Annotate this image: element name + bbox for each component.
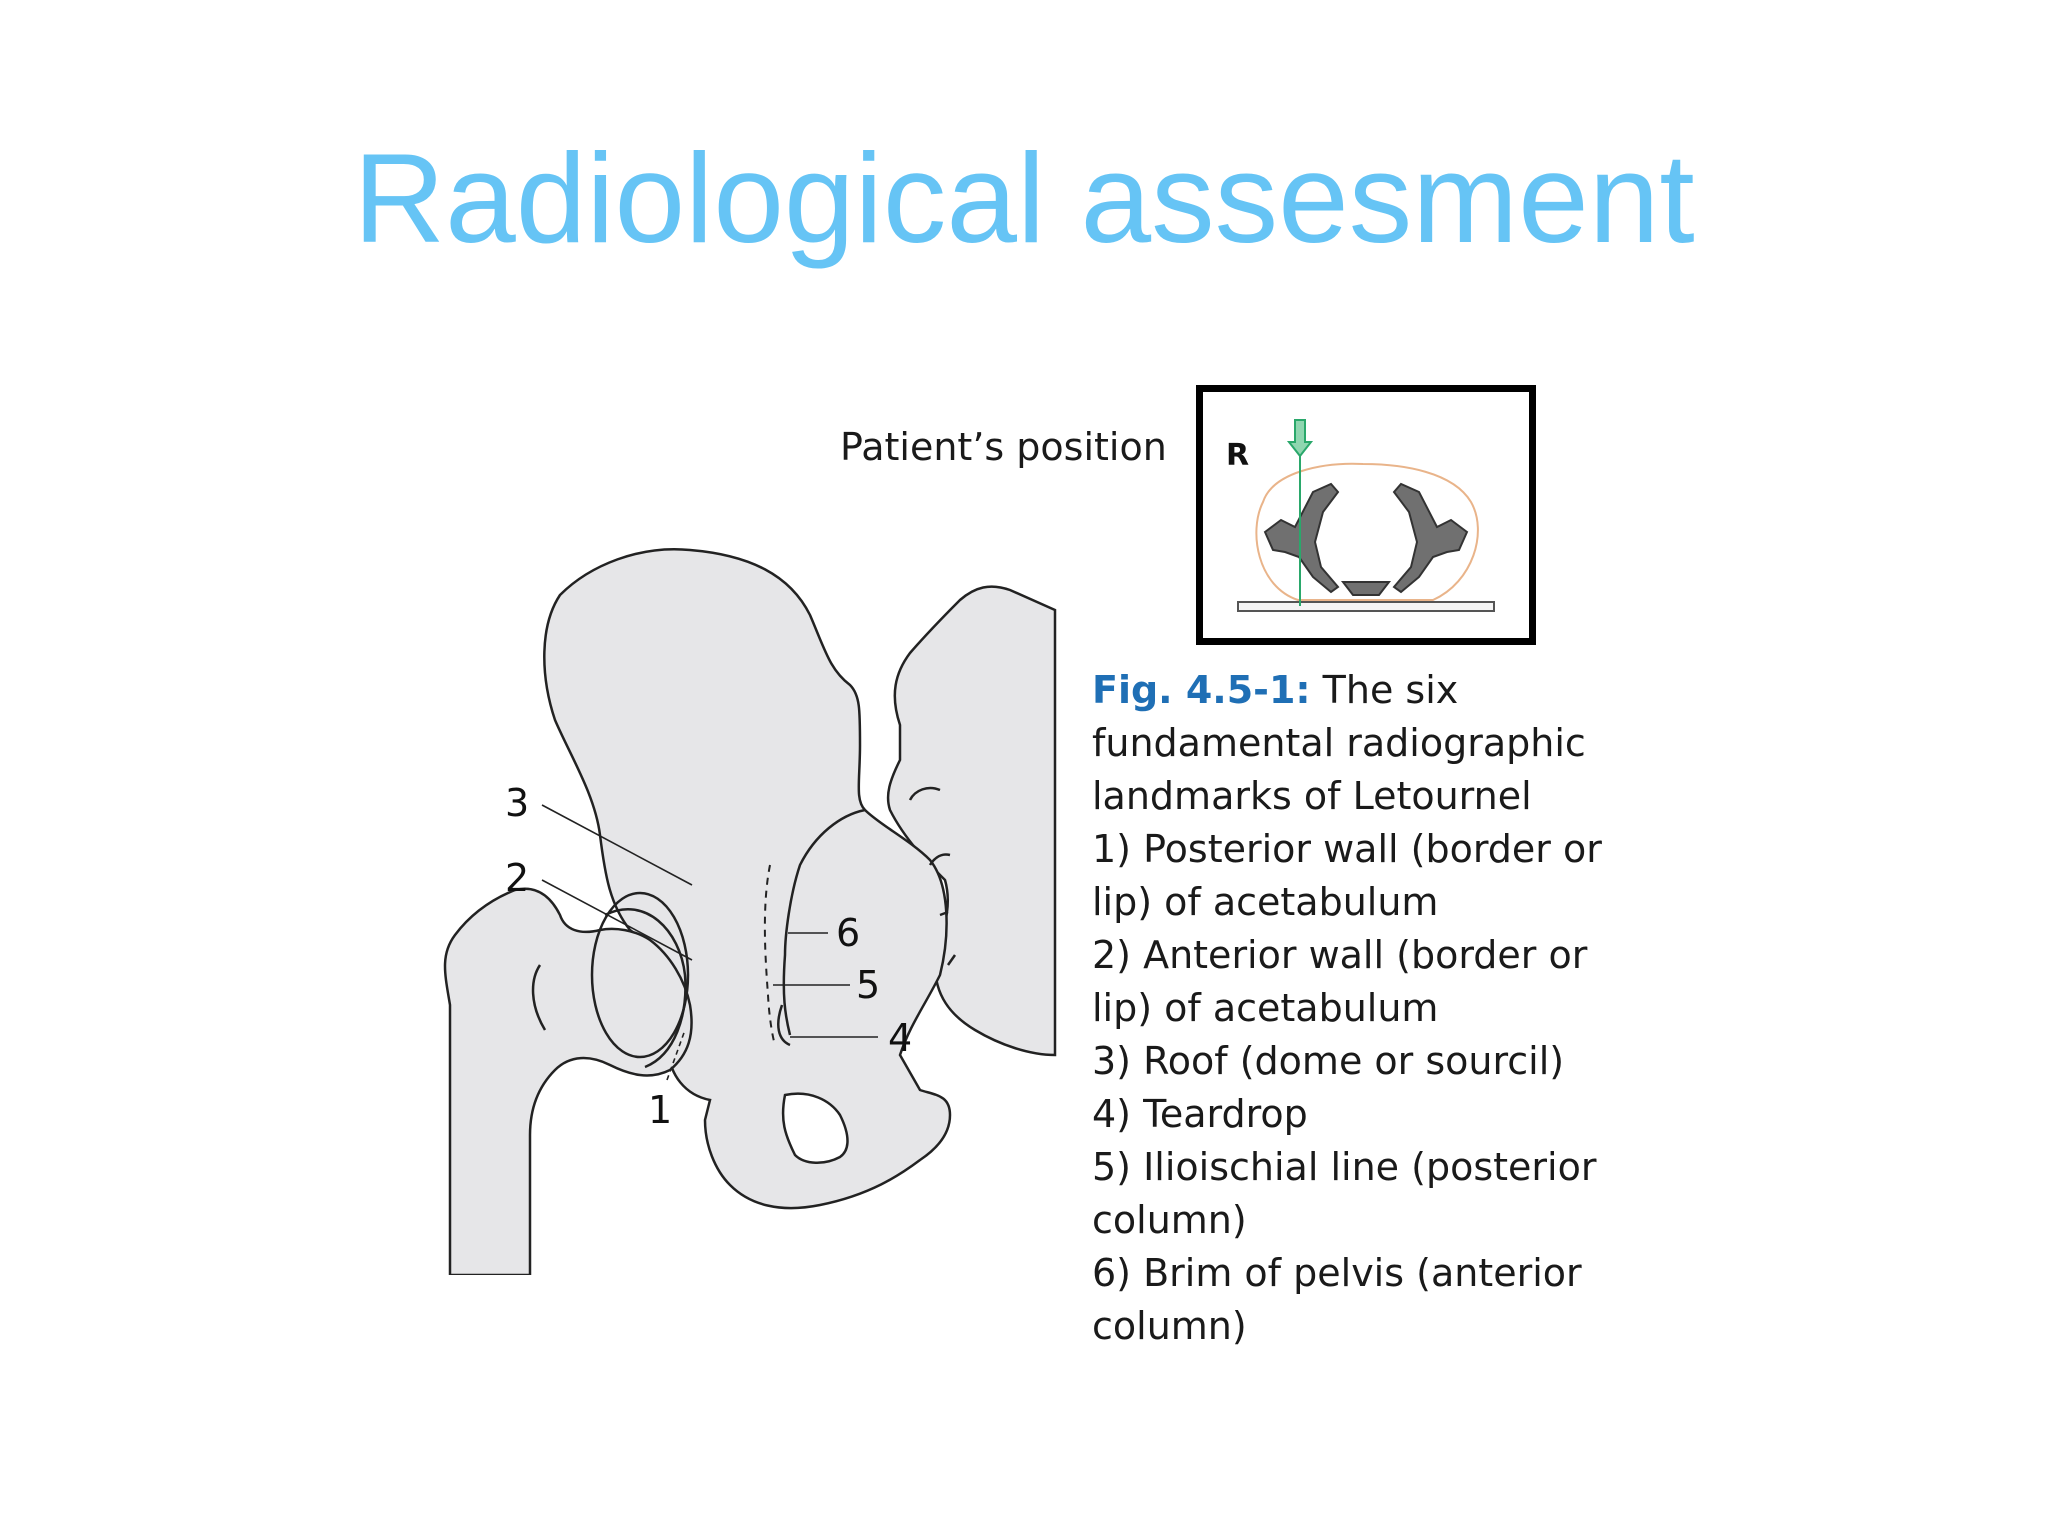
beam-arrow-icon — [1286, 419, 1314, 458]
sacral-foramen-2 — [928, 853, 951, 866]
caption-intro: The six fundamental radiographic landmar… — [1092, 668, 1586, 818]
landmark-label-1: 1 — [648, 1088, 673, 1132]
pubic-symphysis — [1340, 581, 1392, 596]
pelvis-ap-diagram: 3 2 1 4 5 6 — [430, 535, 1060, 1279]
sacral-foramen-1 — [908, 786, 941, 801]
sacral-foramen-3 — [939, 910, 949, 917]
x-ray-table — [1237, 601, 1495, 612]
landmark-item-2: 2) Anterior wall (border or lip) of acet… — [1092, 933, 1588, 1030]
femur — [443, 887, 693, 1277]
right-hemipelvis — [1392, 482, 1469, 594]
pelvis-axial-sketch — [1237, 419, 1495, 612]
left-hemipelvis — [1263, 482, 1340, 594]
landmark-item-1: 1) Posterior wall (border or lip) of ace… — [1092, 827, 1602, 924]
landmark-item-6: 6) Brim of pelvis (anterior column) — [1092, 1251, 1582, 1348]
landmark-item-4: 4) Teardrop — [1092, 1092, 1308, 1136]
slide-title: Radiological assesment — [353, 127, 1695, 269]
femoral-head — [590, 891, 690, 1059]
pelvis-ap-drawing — [443, 548, 1057, 1277]
landmark-label-3: 3 — [505, 781, 530, 825]
teardrop-line — [777, 1004, 791, 1047]
sacral-foramen-4 — [946, 954, 957, 966]
pelvic-inlet-curve — [782, 808, 866, 1036]
obturator-foramen — [781, 1092, 849, 1164]
caption-figure-ref: Fig. 4.5-1: — [1092, 668, 1311, 712]
landmark-label-6: 6 — [836, 911, 861, 955]
side-marker-r: R — [1226, 438, 1250, 473]
landmark-label-5: 5 — [856, 963, 881, 1007]
landmark-item-5: 5) Ilioischial line (posterior column) — [1092, 1145, 1597, 1242]
landmark-item-3: 3) Roof (dome or sourcil) — [1092, 1039, 1565, 1083]
landmark-label-4: 4 — [888, 1016, 913, 1060]
leader-3 — [541, 804, 693, 886]
landmark-list: 1) Posterior wall (border or lip) of ace… — [1092, 823, 1612, 1353]
sacrum — [886, 585, 1057, 1057]
posterior-wall-line — [604, 908, 687, 1069]
leader-2 — [541, 879, 693, 961]
caption-heading: Fig. 4.5-1: The six fundamental radiogra… — [1092, 664, 1612, 823]
figure-caption: Fig. 4.5-1: The six fundamental radiogra… — [1092, 664, 1612, 1353]
brim-dashed — [763, 864, 776, 1046]
patient-position-label: Patient’s position — [840, 425, 1167, 469]
hip-bone — [543, 548, 952, 1210]
patient-position-diagram: R — [1196, 385, 1536, 645]
landmark-label-2: 2 — [505, 856, 530, 900]
trochanter-line — [531, 964, 547, 1031]
